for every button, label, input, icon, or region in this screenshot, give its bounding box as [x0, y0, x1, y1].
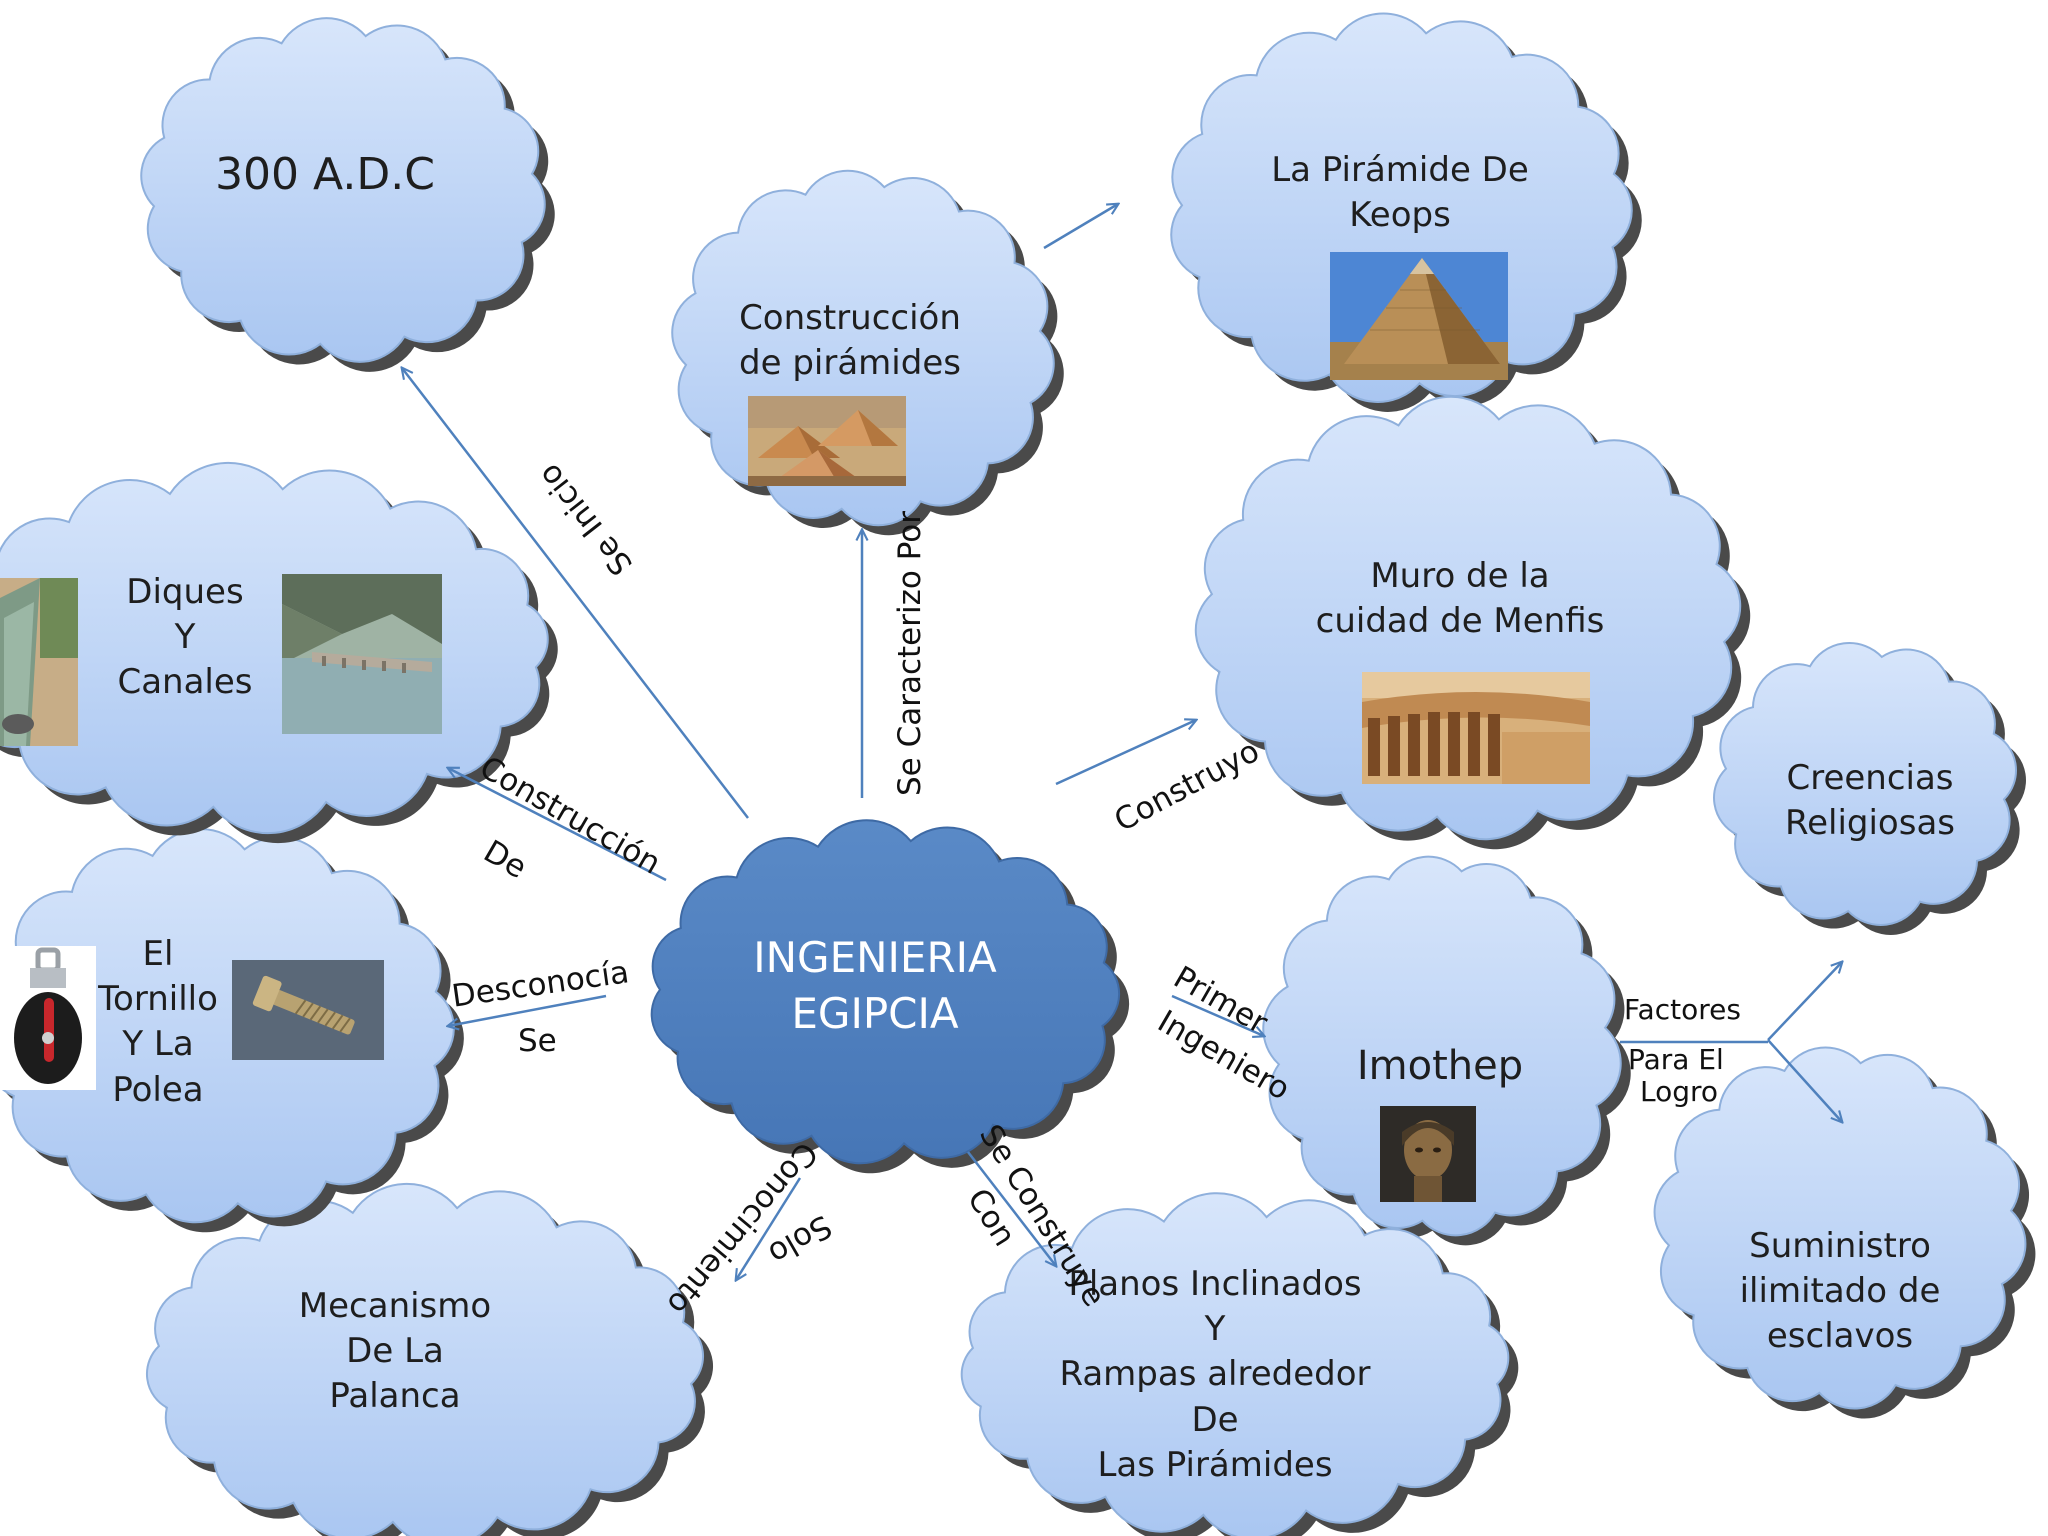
cloud-imothep [1262, 855, 1631, 1246]
cloud-diques [0, 461, 558, 844]
cloud-tornillo [0, 828, 464, 1233]
cloud-300-adc [140, 17, 555, 372]
arrow-to-tornillo [448, 994, 607, 1026]
cloud-suministro [1653, 1046, 2036, 1419]
cloud-palanca-shape [145, 1182, 705, 1536]
cloud-construccion [671, 169, 1064, 536]
arrow-to-muro [1055, 720, 1196, 786]
cloud-creencias-shape [1713, 642, 2017, 926]
arrow-to-suministro [1767, 1039, 1842, 1122]
cloud-imothep-shape [1262, 855, 1622, 1237]
cloud-keops-shape [1170, 12, 1633, 403]
cloud-suministro-shape [1653, 1046, 2027, 1410]
arrow-to-palanca [736, 1177, 802, 1280]
arrow-to-diques [448, 768, 667, 882]
cloud-300-adc-shape [140, 17, 546, 363]
cloud-muro [1194, 395, 1751, 850]
cloud-palanca [145, 1182, 714, 1536]
cloud-diques-shape [0, 461, 549, 835]
cloud-planos [960, 1192, 1519, 1536]
cloud-creencias [1713, 642, 2026, 935]
cloud-keops [1170, 12, 1642, 412]
arrow-to-creencias [1767, 962, 1842, 1041]
arrow-to-imothep [1171, 994, 1264, 1036]
cloud-planos-shape [960, 1192, 1510, 1536]
arrow-construccion-keops [1043, 204, 1118, 250]
arrow-to-300-adc [402, 368, 749, 819]
cloud-tornillo-shape [0, 828, 455, 1224]
arrow-to-planos [967, 1151, 1056, 1266]
cloud-center-shape [650, 819, 1121, 1165]
cloud-muro-shape [1194, 395, 1742, 841]
cloud-center [650, 819, 1130, 1174]
